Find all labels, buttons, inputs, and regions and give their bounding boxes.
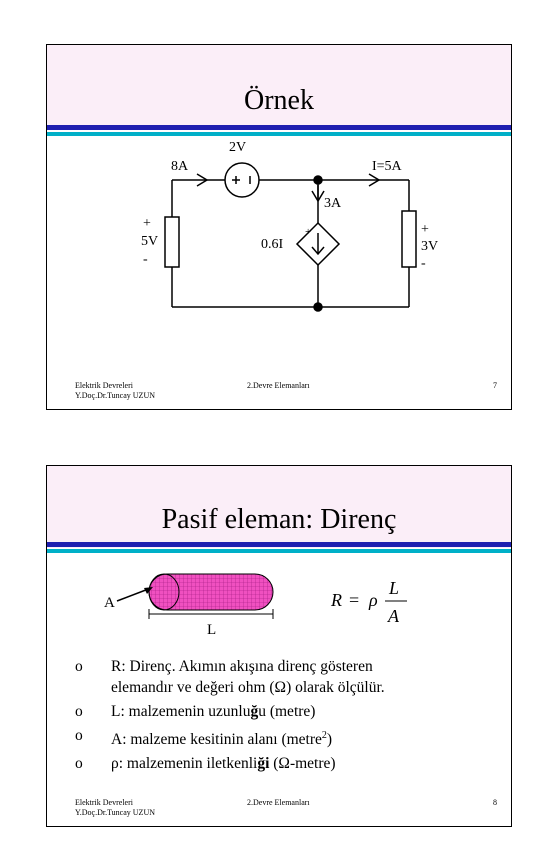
list-item: o L: malzemenin uzunluğu (metre): [75, 701, 495, 722]
slide-title: Pasif eleman: Direnç: [161, 504, 397, 535]
list-item: o R: Direnç. Akımın akışına direnç göste…: [75, 656, 495, 698]
label-left-minus: -: [143, 252, 148, 267]
title-area: Örnek: [47, 45, 511, 127]
label-5v: 5V: [141, 234, 158, 249]
voltage-source: [224, 162, 260, 198]
arrow-i5a: [368, 173, 381, 187]
bullet-marker: o: [75, 755, 83, 773]
list-item: o ρ: malzemenin iletkenliği (Ω-metre): [75, 753, 495, 774]
label-3v: 3V: [421, 239, 438, 254]
bullet-text: A: malzeme kesitinin alanı (metre: [111, 731, 322, 749]
node-bottom: [313, 302, 323, 312]
bullet-text-cont: elemandır ve değeri ohm (Ω) olarak ölçül…: [111, 679, 385, 696]
title-rule-cyan: [47, 132, 511, 136]
bullet-superscript: 2: [321, 730, 327, 741]
bullet-text-end: (Ω-metre): [269, 755, 336, 773]
area-pointer-head: [144, 587, 153, 594]
title-rule-blue: [47, 125, 511, 130]
cross-section-ellipse: [148, 573, 180, 611]
label-right-plus: +: [421, 222, 429, 237]
definition-list: o R: Direnç. Akımın akışına direnç göste…: [75, 656, 495, 777]
bullet-marker: o: [75, 658, 83, 675]
label-i5a: I=5A: [372, 159, 403, 174]
footer-left: Elektrik Devreleri Y.Doç.Dr.Tuncay UZUN: [75, 381, 155, 401]
footer-author: Y.Doç.Dr.Tuncay UZUN: [75, 391, 155, 400]
bullet-text-bold: ğ: [250, 703, 259, 720]
arrow-8a: [196, 173, 209, 187]
title-rule-cyan: [47, 549, 511, 553]
footer-page: 7: [493, 381, 497, 390]
bullet-text-bold: ği: [257, 755, 270, 773]
bullet-marker: o: [75, 727, 83, 744]
label-2v: 2V: [229, 140, 246, 155]
label-8a: 8A: [171, 159, 189, 174]
footer-course: Elektrik Devreleri: [75, 798, 133, 807]
footer-author: Y.Doç.Dr.Tuncay UZUN: [75, 808, 155, 817]
bullet-text: ρ: malzemenin iletkenli: [111, 755, 258, 773]
dep-arrow-head: [311, 246, 325, 256]
bullet-text: L: malzemenin uzunlu: [111, 703, 251, 720]
label-dep: 0.6I: [261, 237, 284, 252]
title-area: Pasif eleman: Direnç: [47, 466, 511, 548]
bullet-text: R: Direnç. Akımın akışına direnç göstere…: [111, 658, 373, 675]
title-rule-blue: [47, 542, 511, 547]
resistor-figure: A L R = ρ L A: [104, 573, 407, 638]
formula-eq: =: [349, 590, 359, 610]
slide-ornek: Örnek 2V: [46, 44, 512, 410]
formula-num: L: [388, 578, 399, 598]
footer-left: Elektrik Devreleri Y.Doç.Dr.Tuncay UZUN: [75, 798, 155, 818]
label-area: A: [104, 595, 115, 611]
resistor-right: [401, 210, 417, 268]
resistor-left: [164, 216, 180, 268]
slide-pasif-eleman: Pasif eleman: Direnç A L R = ρ L A: [46, 465, 512, 827]
label-right-minus: -: [421, 256, 426, 271]
label-left-plus: +: [143, 216, 151, 231]
bullet-marker: o: [75, 703, 83, 720]
label-3a: 3A: [324, 196, 342, 211]
formula-r: R: [330, 590, 342, 610]
footer-chapter: 2.Devre Elemanları: [247, 798, 310, 807]
circuit-diagram: 2V 8A I=5A 3A 0.6I + + 5V - + 3V -: [141, 140, 438, 312]
label-dep-plus: +: [305, 226, 311, 238]
footer-page: 8: [493, 798, 497, 807]
conductor-cylinder: [148, 573, 274, 611]
footer-chapter: 2.Devre Elemanları: [247, 381, 310, 390]
bullet-text-end: u (metre): [258, 703, 316, 720]
label-length: L: [207, 622, 216, 638]
formula-den: A: [387, 606, 400, 626]
node-top: [313, 175, 323, 185]
bullet-text-end: ): [326, 731, 333, 749]
formula-rho: ρ: [368, 590, 378, 610]
footer-course: Elektrik Devreleri: [75, 381, 133, 390]
slide-title: Örnek: [244, 85, 314, 116]
list-item: o A: malzeme kesitinin alanı (metre2): [75, 725, 495, 750]
